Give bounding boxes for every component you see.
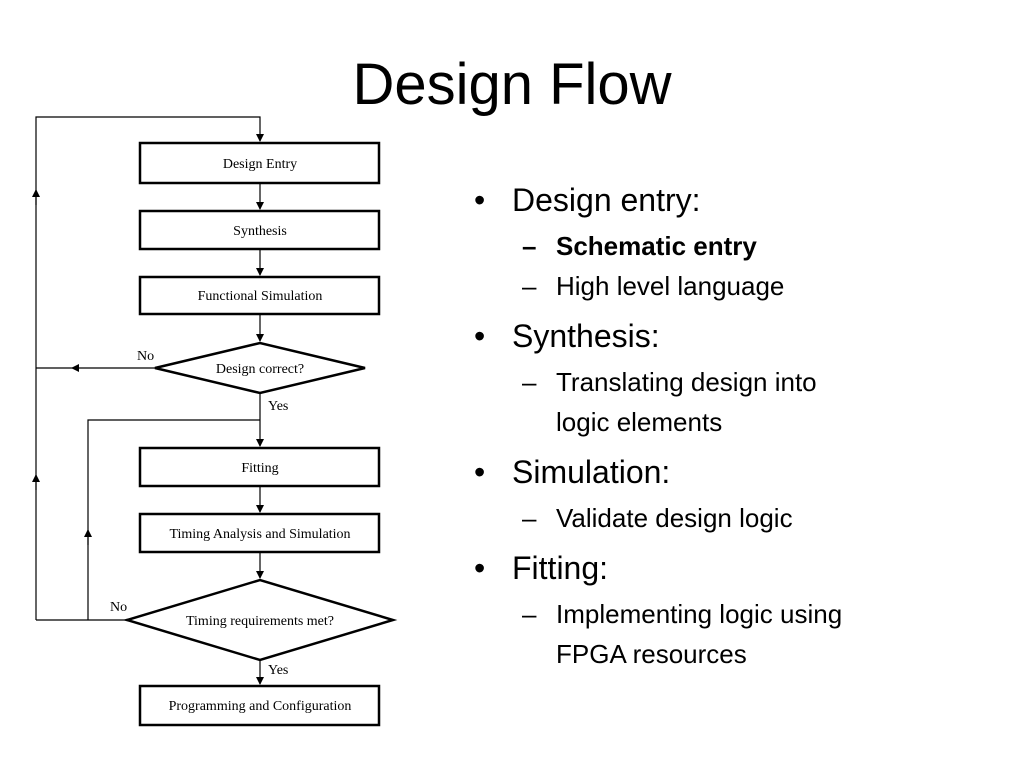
step-design-entry-label: Design Entry (223, 157, 297, 172)
bullet-text: Design entry: (512, 182, 701, 218)
dash-marker: – (522, 503, 537, 533)
sub-bullet-text: Schematic entry (556, 231, 757, 261)
sub-bullet-text: FPGA resources (556, 639, 747, 669)
sub-bullet-translating-cont: logic elements (470, 402, 990, 442)
label-yes-timing: Yes (268, 663, 288, 678)
bullet-marker: • (474, 550, 486, 586)
step-synthesis-label: Synthesis (233, 224, 287, 239)
step-programming-label: Programming and Configuration (169, 699, 352, 714)
bullet-simulation: • Simulation: (470, 446, 990, 498)
slide-title: Design Flow (352, 52, 672, 117)
bullet-fitting: • Fitting: (470, 542, 990, 594)
step-functional-simulation: Functional Simulation (138, 275, 381, 316)
step-fitting: Fitting (138, 446, 381, 488)
dash-marker: – (522, 599, 537, 629)
step-design-entry: Design Entry (138, 141, 381, 185)
sub-bullet-text: Implementing logic using (556, 599, 843, 629)
bullet-text: Simulation: (512, 454, 671, 490)
sub-bullet-text: logic elements (556, 407, 723, 437)
step-timing-analysis: Timing Analysis and Simulation (138, 512, 381, 554)
bullet-design-entry: • Design entry: (470, 174, 990, 226)
sub-bullet-implementing: – Implementing logic using (470, 594, 990, 634)
bullet-list: • Design entry: – Schematic entry – High… (470, 170, 990, 674)
step-synthesis: Synthesis (138, 209, 381, 251)
bullet-marker: • (474, 182, 486, 218)
label-no-timing: No (110, 600, 127, 615)
label-yes-design: Yes (268, 399, 288, 414)
dash-marker: – (522, 231, 537, 261)
sub-bullet-validate: – Validate design logic (470, 498, 990, 538)
step-fitting-label: Fitting (241, 461, 278, 476)
sub-bullet-text: Validate design logic (556, 503, 793, 533)
decision-design-correct-label: Design correct? (216, 362, 304, 377)
step-programming: Programming and Configuration (138, 684, 381, 727)
bullet-text: Fitting: (512, 550, 609, 586)
design-flow-diagram: Design Entry Synthesis Functional Simula… (32, 116, 398, 727)
decision-timing-met-label: Timing requirements met? (186, 614, 334, 629)
sub-bullet-schematic-entry: – Schematic entry (470, 226, 990, 266)
sub-bullet-implementing-cont: FPGA resources (470, 634, 990, 674)
sub-bullet-text: High level language (556, 271, 785, 301)
step-functional-simulation-label: Functional Simulation (198, 289, 323, 304)
label-no-design: No (137, 349, 154, 364)
bullet-synthesis: • Synthesis: (470, 310, 990, 362)
step-timing-analysis-label: Timing Analysis and Simulation (169, 527, 350, 542)
feedback-inner-loop (87, 419, 260, 620)
decision-design-correct: Design correct? (154, 341, 366, 395)
bullet-text: Synthesis: (512, 318, 660, 354)
bullet-marker: • (474, 454, 486, 490)
decision-timing-met: Timing requirements met? (122, 578, 398, 662)
sub-bullet-text: Translating design into (556, 367, 817, 397)
sub-bullet-translating: – Translating design into (470, 362, 990, 402)
sub-bullet-high-level-language: – High level language (470, 266, 990, 306)
dash-marker: – (522, 367, 537, 397)
dash-marker: – (522, 271, 537, 301)
bullet-marker: • (474, 318, 486, 354)
